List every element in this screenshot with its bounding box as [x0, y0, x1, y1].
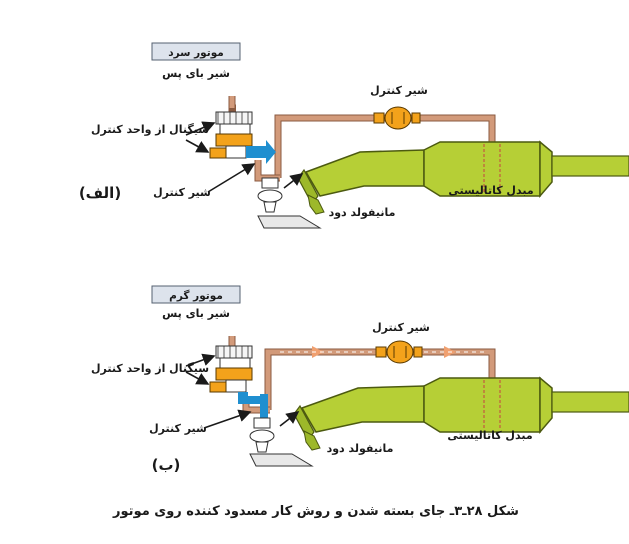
- mode-label: موتور سرد: [168, 47, 224, 59]
- bypass-valve-b: [209, 345, 314, 467]
- control-valve-left-label: شیر کنترل: [153, 186, 211, 199]
- signal-arrow-1: [185, 121, 216, 136]
- control-valve-top-label: شیر کنترل: [372, 321, 430, 334]
- mode-label-box: [151, 285, 241, 304]
- manifold-label: مانیفولد دود: [327, 442, 394, 455]
- panel-label: (الف): [79, 184, 121, 202]
- signal-label: سیگنال از واحد کنترل: [91, 362, 209, 375]
- bypass-valve-label: شیر بای پس: [162, 67, 230, 80]
- signal-arrow-2: [185, 139, 210, 153]
- panel-b: موتور گرم شیر بای پس شیر کنترل: [91, 285, 629, 474]
- control-valve-left-arrow: [207, 163, 256, 193]
- converter-label: مبدل کاتالیستی: [448, 184, 533, 197]
- bypass-valve-a: [209, 111, 322, 229]
- bypass-valve-label: شیر بای پس: [162, 307, 230, 320]
- panel-label: (ب): [152, 456, 181, 474]
- manifold-label: مانیفولد دود: [329, 206, 396, 219]
- exhaust-manifold-a: [297, 140, 629, 215]
- mode-label-box: [151, 42, 241, 61]
- panel-a: موتور سرد شیر بای پس شیر کنترل: [79, 42, 629, 229]
- signal-label: سیگنال از واحد کنترل: [91, 123, 209, 136]
- control-valve-left-label: شیر کنترل: [149, 422, 207, 435]
- exhaust-manifold-b: [293, 376, 629, 451]
- figure-caption: شکل ۲۸ـ۳ـ جای بسته شدن و روش کار مسدود ک…: [112, 504, 519, 519]
- control-valve-top: [373, 106, 421, 130]
- control-valve-top: [375, 340, 423, 364]
- mode-label: موتور گرم: [169, 289, 223, 302]
- converter-label: مبدل کاتالیستی: [447, 429, 532, 442]
- manifold-arrow: [283, 173, 304, 189]
- control-valve-top-label: شیر کنترل: [370, 84, 428, 97]
- flow-arrow-1: [312, 346, 324, 358]
